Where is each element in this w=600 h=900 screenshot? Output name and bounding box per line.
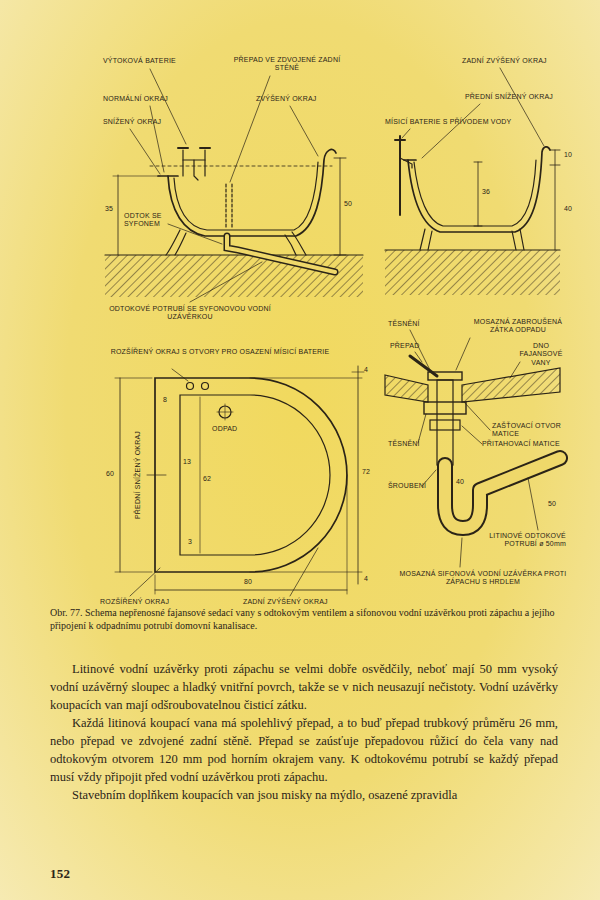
part-label: PŘEDNÍ SNÍŽENÝ OKRAJ [134,431,142,519]
dimension: 3 [188,538,192,546]
part-label: MÍSICÍ BATERIE S PŘÍVODEM VODY [385,118,511,126]
dimension: 10 [564,151,572,159]
dimension: 35 [105,205,113,213]
dimension: 50 [548,500,556,508]
part-label: NORMÁLNÍ OKRAJ [103,95,168,103]
part-label: DNO FAJANSOVÉ VANY [512,342,570,367]
dimension: 8 [163,396,167,404]
part-label: SNÍŽENÝ OKRAJ [103,118,161,126]
body-paragraph: Každá litinová koupací vana má spolehliv… [50,714,558,786]
dimension: 40 [456,478,464,486]
part-label: PŘEPAD [390,342,419,350]
dimension: 60 [106,470,114,478]
part-label: ZADNÍ ZVÝŠENÝ OKRAJ [243,598,328,606]
part-label: ZAŠŤOVACÍ OTVOR MATICE [492,422,570,439]
dimension: 4 [364,366,368,374]
part-label: MOSAZNÁ SIFONOVÁ VODNÍ UZÁVĚRKA PROTI ZÁ… [398,570,568,587]
part-label: TĚSNĚNÍ [388,320,420,328]
part-label: MOSAZNÁ ZABROUŠENÁ ZÁTKA ODPADU [468,318,568,335]
dimension: 13 [183,458,191,466]
part-label: PŘEPAD VE ZDVOJENÉ ZADNÍ STĚNĚ [232,56,342,73]
figure-caption: Obr. 77. Schema nepřenosné fajansové sed… [50,606,558,632]
dimension: 72 [362,468,370,476]
part-label: VÝTOKOVÁ BATERIE [103,57,176,65]
page-number: 152 [50,866,70,882]
body-paragraph: Litinové vodní uzávěrky proti zápachu se… [50,660,558,714]
dimension: 4 [364,575,368,583]
part-label: LITINOVÉ ODTOKOVÉ POTRUBÍ ø 50mm [480,532,566,549]
part-label: PŘITAHOVACÍ MATICE [482,440,560,448]
dimension: 62 [203,475,211,483]
dimension: 50 [344,200,352,208]
part-label: PŘEDNÍ SNÍŽENÝ OKRAJ [465,93,553,101]
part-label: ROZŠÍŘENÝ OKRAJ S OTVORY PRO OSAZENÍ MÍS… [100,348,340,356]
part-label: ROZŠÍŘENÝ OKRAJ [100,598,169,606]
dimension: 40 [564,205,572,213]
body-paragraph: Stavebním doplňkem koupacích van jsou mi… [50,786,558,804]
dimension: 80 [244,578,252,586]
part-label: ODPAD [212,425,237,433]
part-label: ODTOK SE SYFONEM [124,212,168,229]
part-label: TĚSNĚNÍ [388,440,420,448]
part-label: ŠROUBENÍ [388,482,426,490]
dimension: 36 [482,188,490,196]
part-label: ODTOKOVÉ POTRUBÍ SE SYFONOVOU VODNÍ UZÁV… [100,305,280,322]
part-label: ZADNÍ ZVÝŠENÝ OKRAJ [462,57,547,65]
part-label: ZVÝŠENÝ OKRAJ [256,95,317,103]
body-text: Litinové vodní uzávěrky proti zápachu se… [50,660,558,804]
